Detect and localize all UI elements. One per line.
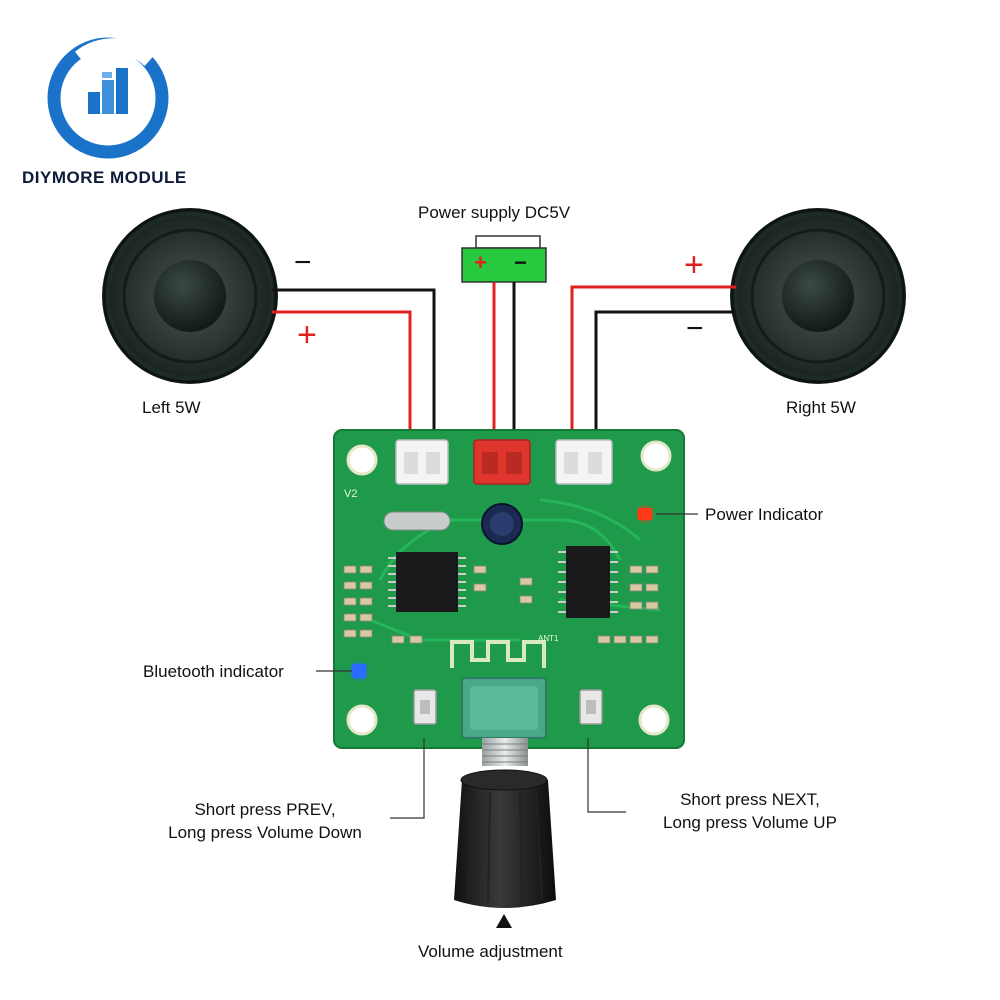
bluetooth-indicator-label: Bluetooth indicator <box>143 662 284 681</box>
left-plus-sign: + <box>297 316 317 354</box>
left-speaker-wires <box>272 288 436 445</box>
power-supply-battery <box>461 235 547 283</box>
right-speaker <box>730 208 906 384</box>
next-button-label: Short press NEXT, Long press Volume UP <box>640 790 860 833</box>
power-wires <box>492 282 516 445</box>
callout-lines <box>316 513 698 819</box>
battery-minus-sign: − <box>514 250 527 275</box>
next-label-line2: Long press Volume UP <box>663 813 837 832</box>
right-minus-sign: − <box>686 312 704 345</box>
board-version: V2 <box>344 488 358 500</box>
power-supply-label: Power supply DC5V <box>418 203 571 222</box>
right-speaker-label: Right 5W <box>786 398 856 417</box>
power-indicator-label: Power Indicator <box>705 505 824 524</box>
battery-plus-sign: + <box>474 250 487 275</box>
volume-adjustment-label: Volume adjustment <box>418 942 563 961</box>
next-label-line1: Short press NEXT, <box>680 790 820 809</box>
right-plus-sign: + <box>684 246 704 284</box>
power-indicator-led <box>636 505 654 523</box>
amplifier-board <box>333 429 685 749</box>
right-speaker-wires <box>570 285 736 445</box>
left-speaker <box>102 208 278 384</box>
prev-label-line2: Long press Volume Down <box>168 823 362 842</box>
prev-label-line1: Short press PREV, <box>194 800 336 819</box>
volume-potentiometer <box>454 677 556 908</box>
brand-name: DIYMORE MODULE <box>22 168 187 187</box>
diymore-logo-icon <box>47 37 169 159</box>
prev-button-label: Short press PREV, Long press Volume Down <box>150 800 380 843</box>
left-minus-sign: − <box>294 246 312 279</box>
antenna-label: ANT1 <box>538 634 559 643</box>
bluetooth-indicator-led <box>349 661 369 681</box>
volume-pointer-icon <box>496 914 512 928</box>
left-speaker-label: Left 5W <box>142 398 201 417</box>
